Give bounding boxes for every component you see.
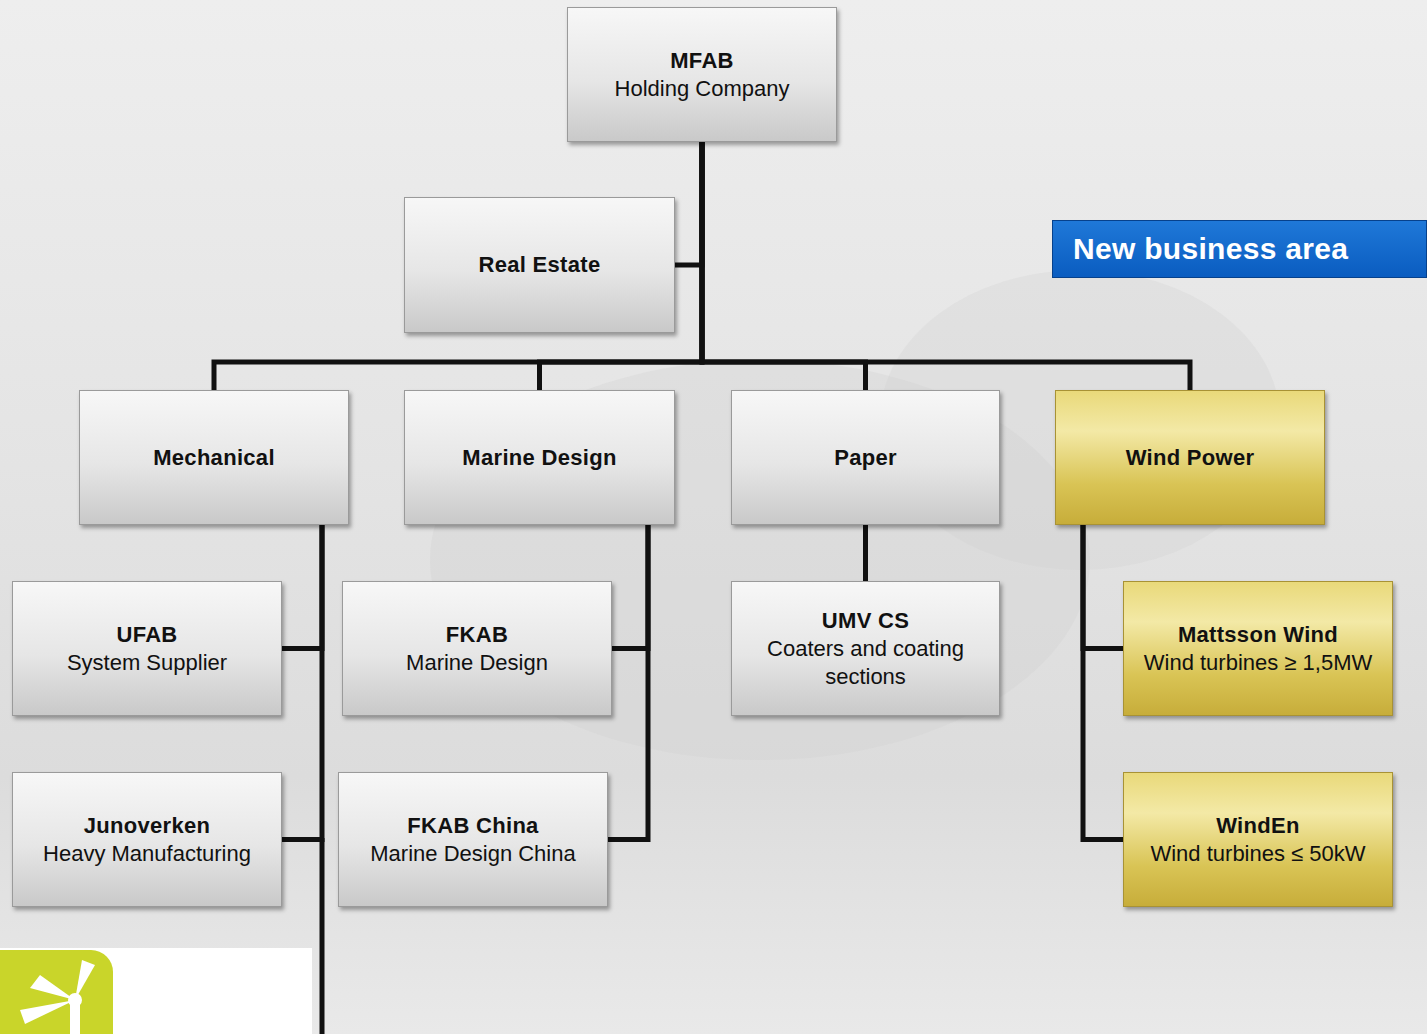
org-connector: [1083, 525, 1123, 840]
org-connector: [282, 525, 322, 649]
box-body: Marine Design: [406, 649, 548, 677]
box-heading: MFAB: [670, 47, 734, 75]
box-body: Coaters and coating sections: [742, 635, 989, 691]
box-heading: FKAB: [446, 621, 508, 649]
box-body: System Supplier: [67, 649, 227, 677]
box-heading: Marine Design: [462, 444, 616, 472]
box-body: Marine Design China: [370, 840, 575, 868]
box-heading: New business area: [1073, 231, 1348, 267]
org-box: Mechanical: [79, 390, 349, 525]
box-heading: Junoverken: [84, 812, 211, 840]
box-body: Wind turbines ≤ 50kW: [1150, 840, 1365, 868]
org-box: Real Estate: [404, 197, 675, 333]
box-heading: UFAB: [116, 621, 177, 649]
org-connector: [214, 142, 702, 390]
org-box: Wind Power: [1055, 390, 1325, 525]
org-box: Marine Design: [404, 390, 675, 525]
org-connector: [675, 142, 702, 265]
org-connector: [608, 525, 648, 840]
org-connector: [1083, 525, 1123, 649]
trunk-extension: [320, 838, 325, 1034]
org-connector: [702, 142, 866, 390]
org-box: WindEnWind turbines ≤ 50kW: [1123, 772, 1393, 907]
logo-symbol: [0, 950, 113, 1034]
org-box: Paper: [731, 390, 1000, 525]
org-connector: [612, 525, 648, 649]
box-heading: Mattsson Wind: [1178, 621, 1338, 649]
box-heading: Mechanical: [153, 444, 275, 472]
box-heading: Wind Power: [1126, 444, 1255, 472]
org-box: FKABMarine Design: [342, 581, 612, 716]
org-box: MFABHolding Company: [567, 7, 837, 142]
org-box: UFABSystem Supplier: [12, 581, 282, 716]
org-box: Mattsson WindWind turbines ≥ 1,5MW: [1123, 581, 1393, 716]
box-heading: WindEn: [1216, 812, 1299, 840]
org-connector: [282, 525, 322, 840]
box-body: Wind turbines ≥ 1,5MW: [1144, 649, 1372, 677]
box-heading: Real Estate: [479, 251, 601, 279]
org-box: UMV CSCoaters and coating sections: [731, 581, 1000, 716]
box-heading: Paper: [834, 444, 897, 472]
banner-box: New business area: [1052, 220, 1427, 278]
box-heading: UMV CS: [822, 607, 909, 635]
org-connector: [863, 525, 868, 581]
box-heading: FKAB China: [407, 812, 538, 840]
box-body: Heavy Manufacturing: [43, 840, 251, 868]
org-box: JunoverkenHeavy Manufacturing: [12, 772, 282, 907]
box-body: Holding Company: [615, 75, 790, 103]
org-box: FKAB ChinaMarine Design China: [338, 772, 608, 907]
